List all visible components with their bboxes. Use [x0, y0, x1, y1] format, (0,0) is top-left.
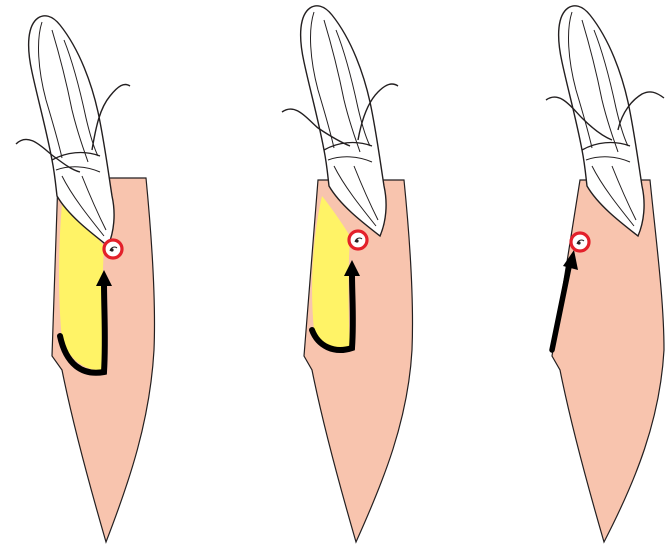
panel-1: [16, 16, 155, 542]
panel-3: [546, 6, 664, 542]
panel-2: [282, 6, 413, 542]
red-circle-marker-icon: [349, 231, 367, 249]
tooth-icon: [301, 6, 386, 236]
red-circle-marker-icon: [571, 233, 589, 251]
gingiva-shape: [552, 180, 664, 542]
tooth-icon: [559, 6, 644, 236]
tooth-icon: [29, 16, 114, 246]
red-circle-marker-icon: [104, 240, 122, 258]
